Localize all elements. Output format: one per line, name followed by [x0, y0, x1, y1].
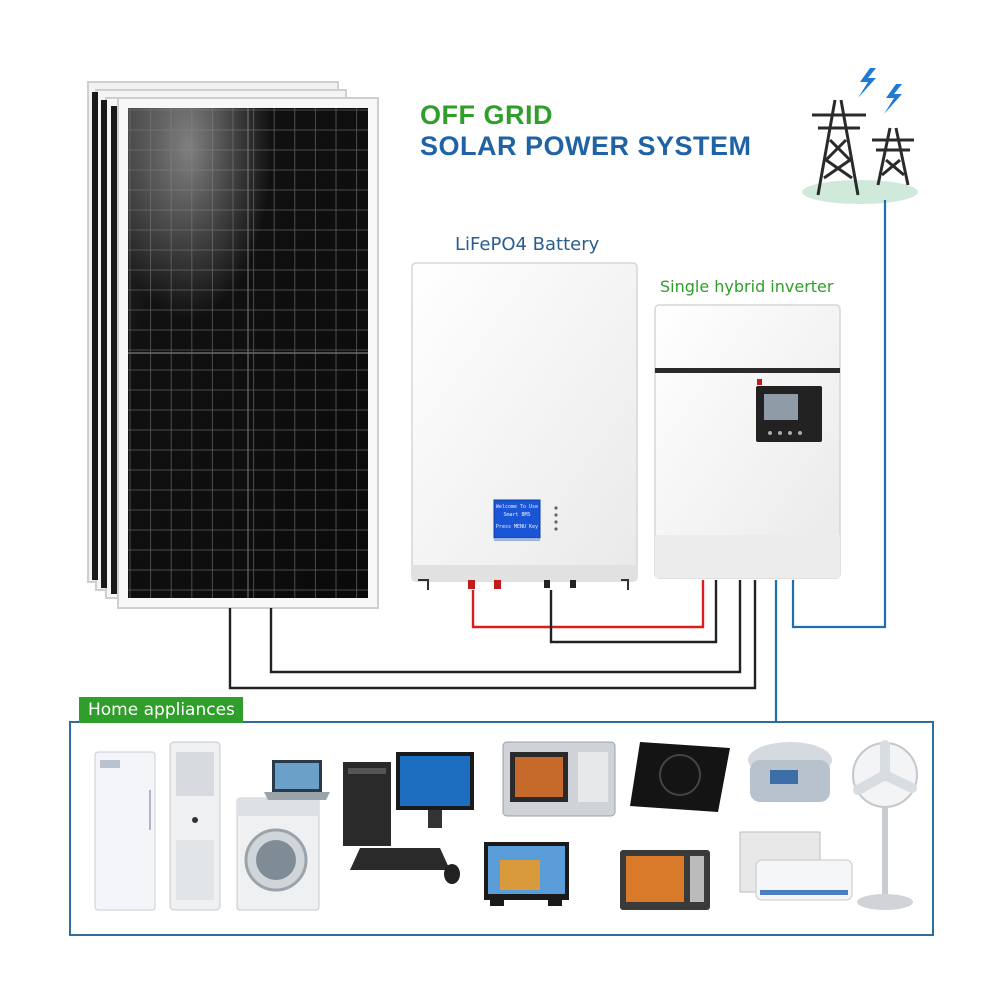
title-solar-power-system: SOLAR POWER SYSTEM [420, 131, 752, 161]
rice-cooker-icon [748, 742, 832, 802]
refrigerator-icon [94, 751, 156, 911]
lightning-icon-2 [884, 84, 902, 114]
title-off-grid: OFF GRID [420, 100, 553, 130]
power-grid-icon [802, 68, 918, 204]
appliances-frame [69, 721, 934, 936]
battery-lcd-line-2: Smart BMS [503, 512, 531, 518]
battery-lcd-text: Welcome To Use Smart BMS Press MENU Key [494, 503, 540, 531]
laptop-icon [264, 760, 330, 800]
battery-label: LiFePO4 Battery [455, 234, 600, 255]
desktop-computer-icon [343, 752, 474, 884]
battery-lcd-line-1: Welcome To Use [495, 504, 539, 510]
lightning-icon-1 [858, 68, 876, 98]
solar-panel-stack [87, 81, 379, 609]
battery-negative-wire [549, 580, 718, 644]
split-air-conditioner-icon [739, 831, 853, 901]
battery-negative-terminal [544, 580, 550, 588]
pv-wire-2 [228, 580, 757, 690]
grid-wire [791, 200, 887, 629]
washing-machine-icon [236, 797, 320, 911]
inverter-label: Single hybrid inverter [660, 277, 834, 296]
television-icon [484, 842, 569, 906]
hybrid-inverter [654, 304, 841, 579]
air-conditioner-tower-icon [169, 741, 221, 911]
battery-positive-terminal [468, 580, 475, 589]
standing-fan-icon [852, 740, 918, 910]
battery-lcd-display [493, 499, 541, 539]
battery-lcd-line-3: Press MENU Key [495, 524, 539, 530]
pv-wire-1 [269, 580, 742, 674]
induction-cooker-icon [630, 742, 730, 812]
microwave-icon [502, 741, 616, 817]
oven-icon [620, 850, 710, 910]
lifepo4-battery [411, 262, 638, 590]
inverter-lcd-screen [764, 394, 798, 420]
battery-positive-wire [471, 580, 705, 629]
home-appliances-tab: Home appliances [79, 697, 243, 723]
